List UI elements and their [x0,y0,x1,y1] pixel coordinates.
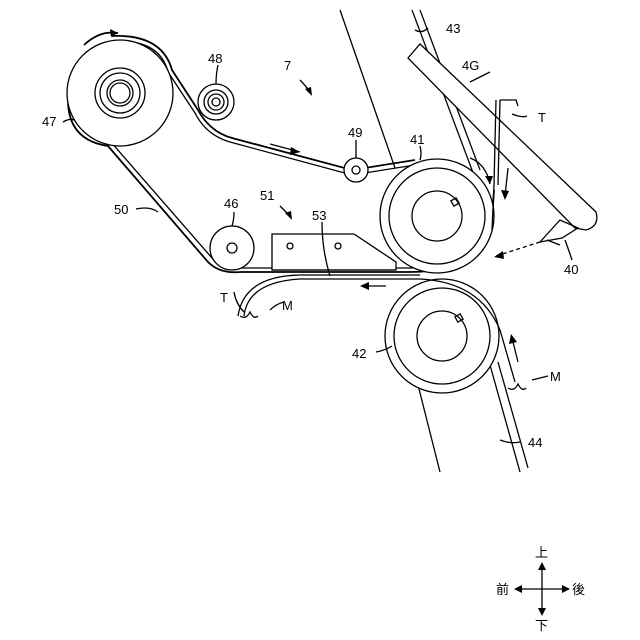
label-42: 42 [352,346,366,361]
direction-compass: 上 下 前 後 [496,546,585,634]
label-T-right: T [538,110,546,125]
roller-49 [344,158,368,182]
label-50: 50 [114,202,128,217]
compass-rear: 後 [572,583,585,598]
label-4G: 4G [462,58,479,73]
label-47: 47 [42,114,56,129]
roller-47 [67,40,173,146]
roller-41 [380,159,494,273]
label-44: 44 [528,435,542,450]
label-M-right: M [550,369,561,384]
label-41: 41 [410,132,424,147]
label-48: 48 [208,51,222,66]
compass-front: 前 [496,582,509,598]
label-49: 49 [348,125,362,140]
label-M-left: M [282,298,293,313]
roller-48 [198,84,234,120]
label-T-left: T [220,290,228,305]
roller-42 [385,279,499,393]
label-43: 43 [446,21,460,36]
label-7: 7 [284,58,291,73]
member-51 [272,234,396,270]
compass-down: 下 [535,619,548,634]
label-46: 46 [224,196,238,211]
label-51: 51 [260,188,274,203]
roller-46 [210,226,254,270]
compass-up: 上 [535,546,548,561]
label-53: 53 [312,208,326,223]
label-40: 40 [564,262,578,277]
